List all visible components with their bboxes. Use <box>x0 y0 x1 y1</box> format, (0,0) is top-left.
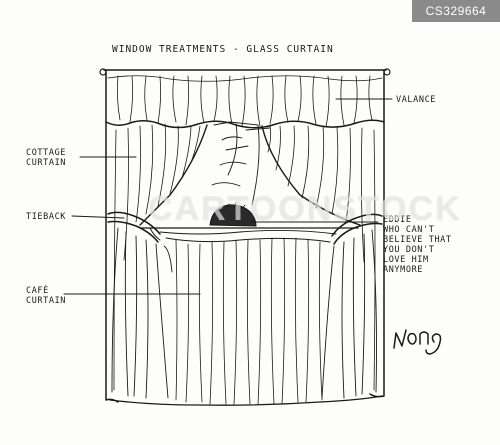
label-eddie-line-6: ANYMORE <box>383 265 424 275</box>
label-eddie-line-3: BELIEVE THAT <box>383 235 452 245</box>
right-cottage-curtain <box>261 121 385 398</box>
label-cafe-line-2: CURTAIN <box>26 296 67 306</box>
label-eddie-line-5: LOVE HIM <box>383 255 429 265</box>
tieback-leader <box>71 215 125 219</box>
rod-end-right <box>383 68 391 76</box>
right-tieback <box>321 213 383 399</box>
label-valance: VALANCE <box>396 95 436 105</box>
label-cafe-curtain: CAFÉ CURTAIN <box>26 286 66 306</box>
label-valance-text: VALANCE <box>396 95 437 105</box>
left-tieback <box>107 211 173 399</box>
label-cafe-line-1: CAFÉ <box>26 286 49 296</box>
left-cottage-curtain <box>105 121 208 403</box>
rod-end-left <box>99 68 107 76</box>
eddie-peeking <box>209 202 257 227</box>
label-tieback: TIEBACK <box>26 212 66 222</box>
valance-gathers <box>107 75 383 128</box>
label-tieback-text: TIEBACK <box>26 212 67 222</box>
label-cottage-line-2: CURTAIN <box>26 158 67 168</box>
cafe-curtain <box>109 229 383 406</box>
label-eddie-line-2: WHO CAN'T <box>383 225 435 235</box>
window-glimpse <box>211 121 271 206</box>
stock-id-badge: CS329664 <box>412 0 500 22</box>
label-cottage-curtain: COTTAGE CURTAIN <box>26 148 66 168</box>
label-eddie-line-1: EDDIE <box>383 215 412 225</box>
label-eddie-line-4: YOU DON'T <box>383 245 435 255</box>
artist-signature <box>393 329 442 355</box>
label-leaders <box>63 98 393 295</box>
label-eddie: EDDIE WHO CAN'T BELIEVE THAT YOU DON'T L… <box>383 215 452 275</box>
label-cottage-line-1: COTTAGE <box>26 148 67 158</box>
cartoon-title: WINDOW TREATMENTS - GLASS CURTAIN <box>112 44 334 55</box>
